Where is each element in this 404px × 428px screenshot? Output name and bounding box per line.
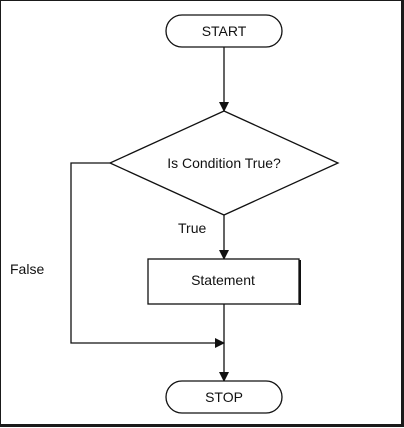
start-node: START bbox=[165, 14, 283, 48]
false-edge-label: False bbox=[10, 261, 44, 277]
stop-label: STOP bbox=[205, 389, 243, 405]
edge-decision-false-loop bbox=[70, 162, 225, 348]
statement-node: Statement bbox=[147, 258, 301, 305]
statement-label: Statement bbox=[191, 272, 255, 288]
true-edge-label: True bbox=[178, 220, 206, 236]
start-label: START bbox=[202, 23, 247, 39]
decision-node: Is Condition True? bbox=[108, 110, 340, 216]
stop-node: STOP bbox=[165, 380, 283, 414]
stop-terminator-shape bbox=[165, 380, 283, 414]
decision-label: Is Condition True? bbox=[167, 155, 281, 171]
